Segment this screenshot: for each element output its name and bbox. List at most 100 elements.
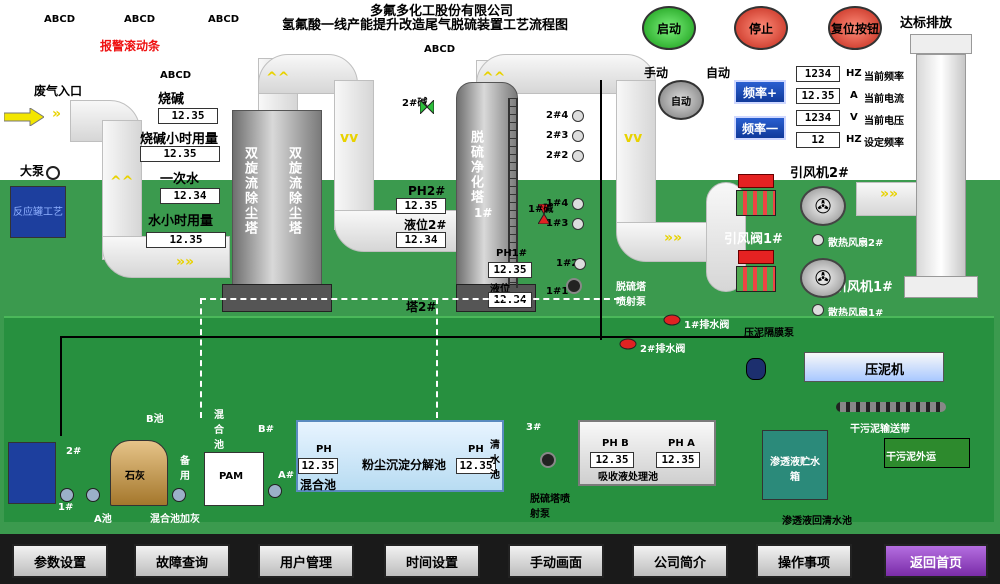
level1-label: 液位 — [490, 284, 510, 295]
p1-1-label: 1#1 — [546, 286, 569, 297]
pump-a-icon[interactable] — [86, 488, 100, 502]
tag-label: ABCD — [44, 14, 76, 25]
spray-pump-icon[interactable] — [566, 278, 582, 294]
fan1-icon[interactable]: ✇ — [800, 258, 846, 298]
freq-label: 当前频率 — [864, 72, 904, 83]
filter-pump-label: 压泥隔膜泵 — [744, 328, 794, 339]
p2-3-status — [572, 130, 584, 142]
nav-param-settings[interactable]: 参数设置 — [12, 544, 108, 578]
nav-operation-notes[interactable]: 操作事项 — [756, 544, 852, 578]
current-readout: 12.35 — [796, 88, 840, 104]
caustic-hourly-value: 12.35 — [140, 146, 220, 162]
process-title: 氢氟酸一线产能提升改造尾气脱硫装置工艺流程图 — [282, 18, 569, 33]
conveyor-label: 干污泥输送带 — [850, 424, 910, 435]
damper1-valve[interactable] — [738, 250, 774, 264]
p1-2-status — [574, 258, 586, 270]
pam-tank: PAM — [204, 452, 264, 506]
setfreq-unit: HZ — [846, 134, 862, 145]
nav-manual-screen[interactable]: 手动画面 — [508, 544, 604, 578]
damper1-label: 引风阀1# — [724, 232, 783, 247]
desulf-tower-label: 脱硫净化塔 — [468, 130, 483, 205]
truck-icon — [884, 438, 970, 468]
p2-3-label: 2#3 — [546, 130, 569, 141]
nb-label: B# — [258, 424, 275, 435]
setfreq-readout[interactable]: 12 — [796, 132, 840, 148]
stop-button[interactable]: 停止 — [734, 6, 788, 50]
filter-pump-icon[interactable] — [746, 358, 766, 380]
start-button[interactable]: 启动 — [642, 6, 696, 50]
current-unit: A — [850, 90, 858, 101]
tag-label: ABCD — [124, 14, 156, 25]
fan1-label: 引风机1# — [834, 280, 893, 295]
level2-value: 12.34 — [396, 232, 446, 248]
mix-add-label: 混合池 — [214, 410, 224, 451]
p2-2-status — [572, 150, 584, 162]
tower2-label: 双旋流除尘塔 — [286, 146, 301, 236]
pump-lime-icon[interactable] — [172, 488, 186, 502]
drain1-valve-icon[interactable] — [662, 314, 682, 326]
p2-4-label: 2#4 — [546, 110, 569, 121]
seep-return-label: 渗透液回清水池 — [782, 516, 852, 527]
crossover-down-pipe — [334, 80, 374, 230]
conveyor-belt — [836, 402, 946, 412]
spare-label: 备用 — [180, 456, 190, 482]
nav-user-management[interactable]: 用户管理 — [258, 544, 354, 578]
water-hourly-value: 12.35 — [146, 232, 226, 248]
company-title: 多氟多化工股份有限公司 — [370, 4, 514, 19]
pump-pam-icon[interactable] — [268, 484, 282, 498]
level2-label: 液位2# — [404, 218, 447, 232]
tower2-tag: 塔2# — [406, 300, 437, 314]
damper2-valve[interactable] — [738, 174, 774, 188]
spray-pump2-icon[interactable] — [540, 452, 556, 468]
p1-3-status — [572, 218, 584, 230]
auto-label: 自动 — [706, 66, 731, 80]
tower-ladder — [508, 98, 518, 288]
stack-feed-pipe — [856, 182, 920, 216]
tag-label: ABCD — [208, 14, 240, 25]
freq-up-button[interactable]: 频率+ — [734, 80, 786, 104]
ph-b-value: 12.35 — [590, 452, 634, 468]
stack-cap — [910, 34, 972, 54]
nav-time-settings[interactable]: 时间设置 — [384, 544, 480, 578]
ph1-label: PH1# — [496, 248, 528, 259]
nav-return-home[interactable]: 返回首页 — [884, 544, 988, 578]
n1-label: 1# — [58, 502, 74, 513]
nav-fault-query[interactable]: 故障查询 — [134, 544, 230, 578]
pump1-icon[interactable] — [60, 488, 74, 502]
mix-pool-label: 混合池 — [300, 478, 337, 492]
absorb-pool-label: 吸收液处理池 — [598, 472, 658, 483]
p1-3-label: 1#3 — [546, 218, 569, 229]
clear-ph-value: 12.35 — [456, 458, 496, 474]
p2-4-status — [572, 110, 584, 122]
alkali1-valve-icon[interactable] — [537, 203, 551, 225]
ph-a-label: PH A — [668, 438, 695, 449]
primary-water-label: 一次水 — [160, 172, 200, 187]
ph-b-label: PH B — [602, 438, 629, 449]
cool1-label: 散热风扇1# — [828, 308, 884, 319]
settle-pool-group — [296, 420, 504, 492]
current-label: 当前电流 — [864, 94, 904, 105]
ph1-value: 12.35 — [488, 262, 532, 278]
stack-label: 达标排放 — [900, 16, 953, 31]
freq-down-button[interactable]: 频率一 — [734, 116, 786, 140]
drain2-valve-icon[interactable] — [618, 338, 638, 350]
nav-company-profile[interactable]: 公司简介 — [632, 544, 728, 578]
mode-knob[interactable]: 自动 — [658, 80, 704, 120]
alarm-ticker[interactable]: 报警滚动条 — [100, 39, 161, 53]
primary-water-value: 12.34 — [160, 188, 220, 204]
alkali2-valve-icon[interactable] — [419, 98, 435, 116]
spray-pump-label: 脱硫塔喷射泵 — [616, 282, 646, 308]
n2-label: 2# — [66, 446, 82, 457]
truck-label: 干污泥外运 — [886, 452, 936, 463]
voltage-unit: V — [850, 112, 858, 123]
ph-a-value: 12.35 — [656, 452, 700, 468]
drain1-label: 1#排水阀 — [684, 320, 730, 331]
p1-4-status — [572, 198, 584, 210]
cool2-label: 散热风扇2# — [828, 238, 884, 249]
reset-button[interactable]: 复位按钮 — [828, 6, 882, 50]
fan2-icon[interactable]: ✇ — [800, 186, 846, 226]
mix-pool-lime-label: 混合池加灰 — [150, 514, 200, 525]
big-pump-icon[interactable] — [46, 166, 60, 180]
big-pump-label: 大泵 — [20, 164, 45, 178]
setfreq-label: 设定频率 — [864, 138, 904, 149]
